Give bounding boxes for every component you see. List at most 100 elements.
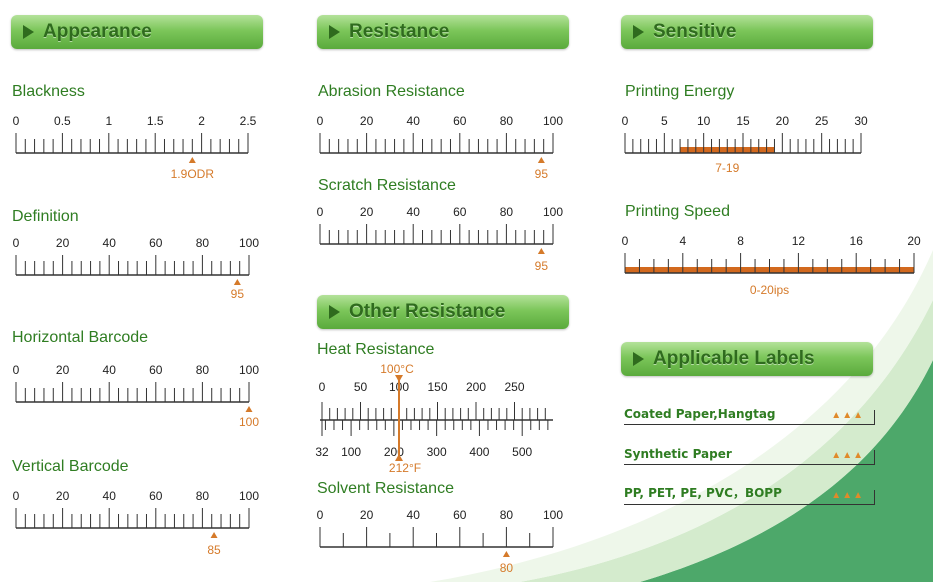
blackness-tick-label: 2 bbox=[198, 114, 205, 128]
definition-value-marker bbox=[233, 279, 241, 285]
heat-celsius-tick-label: 0 bbox=[319, 380, 326, 394]
solvent_resistance-tick-label: 40 bbox=[407, 508, 421, 522]
heat-value-marker-bottom bbox=[395, 454, 403, 461]
heat-value-marker-top bbox=[395, 375, 403, 382]
definition-tick-label: 40 bbox=[103, 236, 117, 250]
section-header-applicable-labels: Applicable Labels bbox=[621, 342, 873, 376]
horizontal_barcode-tick-label: 60 bbox=[149, 363, 163, 377]
solvent_resistance-tick-label: 60 bbox=[453, 508, 467, 522]
printing-energy-title: Printing Energy bbox=[625, 83, 735, 100]
play-triangle-icon bbox=[329, 305, 340, 319]
printing-energy-value-label: 7-19 bbox=[715, 161, 740, 175]
heat-celsius-tick-label: 150 bbox=[427, 380, 447, 394]
blackness-tick-label: 0.5 bbox=[54, 114, 71, 128]
heat-celsius-tick-label: 50 bbox=[354, 380, 368, 394]
vertical-barcode-value-label: 85 bbox=[207, 543, 221, 557]
rating-triangles-icon: ▲▲▲ bbox=[831, 450, 864, 461]
definition-tick-label: 0 bbox=[13, 236, 20, 250]
heat-celsius-label: 100°C bbox=[380, 362, 414, 376]
vertical_barcode-tick-label: 100 bbox=[239, 489, 259, 503]
printing_speed-tick-label: 16 bbox=[850, 234, 864, 248]
heat-celsius-tick-label: 250 bbox=[504, 380, 524, 394]
blackness-tick-label: 2.5 bbox=[240, 114, 257, 128]
scratch-resistance-title: Scratch Resistance bbox=[318, 177, 456, 194]
abrasion-resistance-title: Abrasion Resistance bbox=[318, 83, 465, 100]
definition-title: Definition bbox=[12, 208, 79, 225]
vertical_barcode-value-marker bbox=[210, 532, 218, 538]
heat-fahrenheit-tick-label: 32 bbox=[315, 445, 329, 459]
solvent_resistance-tick-label: 100 bbox=[543, 508, 563, 522]
label-row: Coated Paper,Hangtag ▲▲▲ bbox=[624, 407, 875, 425]
blackness-value-label: 1.9ODR bbox=[170, 167, 214, 181]
scratch_resistance-tick-label: 80 bbox=[500, 205, 514, 219]
printing_speed-tick-label: 20 bbox=[907, 234, 921, 248]
heat-fahrenheit-tick-label: 100 bbox=[341, 445, 361, 459]
definition-tick-label: 60 bbox=[149, 236, 163, 250]
printing-speed-title: Printing Speed bbox=[625, 203, 730, 220]
section-header-appearance: Appearance bbox=[11, 15, 263, 49]
abrasion_resistance-value-marker bbox=[537, 157, 545, 163]
heat-celsius-tick-label: 200 bbox=[466, 380, 486, 394]
printing_energy-tick-label: 30 bbox=[854, 114, 868, 128]
horizontal-barcode-value-label: 100 bbox=[238, 415, 260, 429]
play-triangle-icon bbox=[633, 25, 644, 39]
heat-resistance-title: Heat Resistance bbox=[317, 341, 435, 358]
scratch_resistance-tick-label: 100 bbox=[543, 205, 563, 219]
blackness-value-marker bbox=[188, 157, 196, 163]
abrasion_resistance-tick-label: 100 bbox=[543, 114, 563, 128]
section-header-other-resistance: Other Resistance bbox=[317, 295, 569, 329]
vertical_barcode-tick-label: 80 bbox=[196, 489, 210, 503]
label-row: Synthetic Paper ▲▲▲ bbox=[624, 447, 875, 465]
heat-value-indicator bbox=[398, 375, 400, 460]
printing_speed-tick-label: 4 bbox=[679, 234, 686, 248]
abrasion_resistance-tick-label: 80 bbox=[500, 114, 514, 128]
horizontal-barcode-title: Horizontal Barcode bbox=[12, 329, 149, 346]
solvent_resistance-tick-label: 80 bbox=[500, 508, 514, 522]
scratch_resistance-value-marker bbox=[537, 248, 545, 254]
definition-tick-label: 80 bbox=[196, 236, 210, 250]
solvent_resistance-tick-label: 0 bbox=[317, 508, 324, 522]
printing_energy-tick-label: 15 bbox=[736, 114, 750, 128]
definition-tick-label: 20 bbox=[56, 236, 70, 250]
heat-fahrenheit-tick-label: 200 bbox=[384, 445, 404, 459]
solvent-resistance-value-label: 80 bbox=[499, 561, 514, 575]
printing_speed-tick-label: 12 bbox=[792, 234, 806, 248]
printing_speed-tick-label: 0 bbox=[622, 234, 629, 248]
label-name: Coated Paper,Hangtag bbox=[624, 407, 776, 421]
label-row: PP, PET, PE, PVC，BOPP ▲▲▲ bbox=[624, 486, 875, 505]
scratch_resistance-tick-label: 0 bbox=[317, 205, 324, 219]
definition-tick-label: 100 bbox=[239, 236, 259, 250]
abrasion-resistance-value-label: 95 bbox=[534, 167, 549, 181]
vertical_barcode-tick-label: 40 bbox=[103, 489, 117, 503]
heat-fahrenheit-tick-label: 500 bbox=[512, 445, 532, 459]
scratch_resistance-tick-label: 40 bbox=[407, 205, 421, 219]
horizontal_barcode-tick-label: 0 bbox=[13, 363, 20, 377]
scratch-resistance-value-label: 95 bbox=[534, 259, 549, 273]
blackness-tick-label: 1 bbox=[105, 114, 112, 128]
solvent_resistance-value-marker bbox=[502, 551, 510, 557]
heat-fahrenheit-label: 212°F bbox=[388, 461, 422, 475]
blackness-tick-label: 1.5 bbox=[147, 114, 164, 128]
solvent-resistance-title: Solvent Resistance bbox=[317, 480, 454, 497]
abrasion_resistance-tick-label: 0 bbox=[317, 114, 324, 128]
vertical_barcode-tick-label: 0 bbox=[13, 489, 20, 503]
horizontal_barcode-tick-label: 100 bbox=[239, 363, 259, 377]
play-triangle-icon bbox=[329, 25, 340, 39]
scratch_resistance-tick-label: 60 bbox=[453, 205, 467, 219]
play-triangle-icon bbox=[23, 25, 34, 39]
printing_energy-tick-label: 0 bbox=[622, 114, 629, 128]
printing-speed-value-label: 0-20ips bbox=[749, 283, 790, 297]
printing_energy-tick-label: 25 bbox=[815, 114, 829, 128]
vertical-barcode-title: Vertical Barcode bbox=[12, 458, 129, 475]
printing_energy-tick-label: 20 bbox=[776, 114, 790, 128]
horizontal_barcode-tick-label: 20 bbox=[56, 363, 70, 377]
